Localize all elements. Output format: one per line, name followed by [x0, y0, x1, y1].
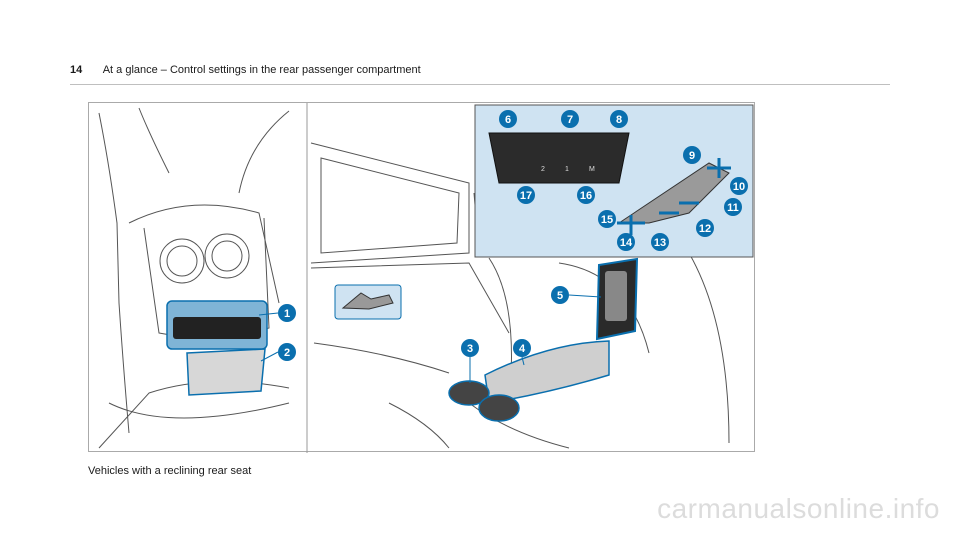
page-header: 14 At a glance – Control settings in the… — [70, 64, 421, 76]
stowage-tray — [186, 348, 266, 396]
callout-14: 14 — [620, 237, 633, 249]
page-title: At a glance – Control settings in the re… — [102, 64, 421, 76]
armrest — [484, 340, 610, 404]
callout-7: 7 — [567, 114, 573, 126]
cup-holder-right — [478, 394, 520, 422]
callout-2: 2 — [284, 347, 290, 359]
panel-label-2: 2 — [541, 166, 545, 173]
illustration-drawing: 2 1 M 1 2 3 4 5 6 7 8 9 10 11 12 13 — [98, 103, 754, 453]
controller-screen — [605, 271, 627, 321]
memory-panel — [488, 132, 630, 184]
illustration: 2 1 M 1 2 3 4 5 6 7 8 9 10 11 12 13 — [88, 102, 755, 453]
callout-6: 6 — [505, 114, 511, 126]
rear-control-display — [173, 317, 261, 339]
adjustment-arrows — [617, 158, 731, 235]
cup-holder-left — [448, 380, 490, 406]
callout-11: 11 — [727, 202, 739, 214]
callout-17: 17 — [520, 190, 532, 202]
page-number: 14 — [70, 64, 83, 76]
watermark: carmanualsonline.info — [657, 493, 940, 524]
callout-4: 4 — [519, 343, 526, 355]
callout-8: 8 — [616, 114, 622, 126]
callouts: 1 2 3 4 5 6 7 8 9 10 11 12 13 14 15 16 1… — [278, 110, 748, 361]
callout-3: 3 — [467, 343, 473, 355]
callout-10: 10 — [733, 181, 745, 193]
callout-16: 16 — [580, 190, 592, 202]
header-rule — [70, 84, 890, 85]
callout-9: 9 — [689, 150, 695, 162]
panel-label-m: M — [589, 166, 595, 173]
panel-label-1: 1 — [565, 166, 569, 173]
callout-15: 15 — [601, 214, 613, 226]
callout-5: 5 — [557, 290, 563, 302]
callout-13: 13 — [654, 237, 666, 249]
leader-lines — [258, 294, 602, 383]
seat-switch-icon — [341, 292, 394, 310]
callout-1: 1 — [284, 308, 290, 320]
callout-12: 12 — [699, 223, 711, 235]
left-scene — [98, 107, 290, 449]
figure-caption: Vehicles with a reclining rear seat — [88, 465, 252, 477]
